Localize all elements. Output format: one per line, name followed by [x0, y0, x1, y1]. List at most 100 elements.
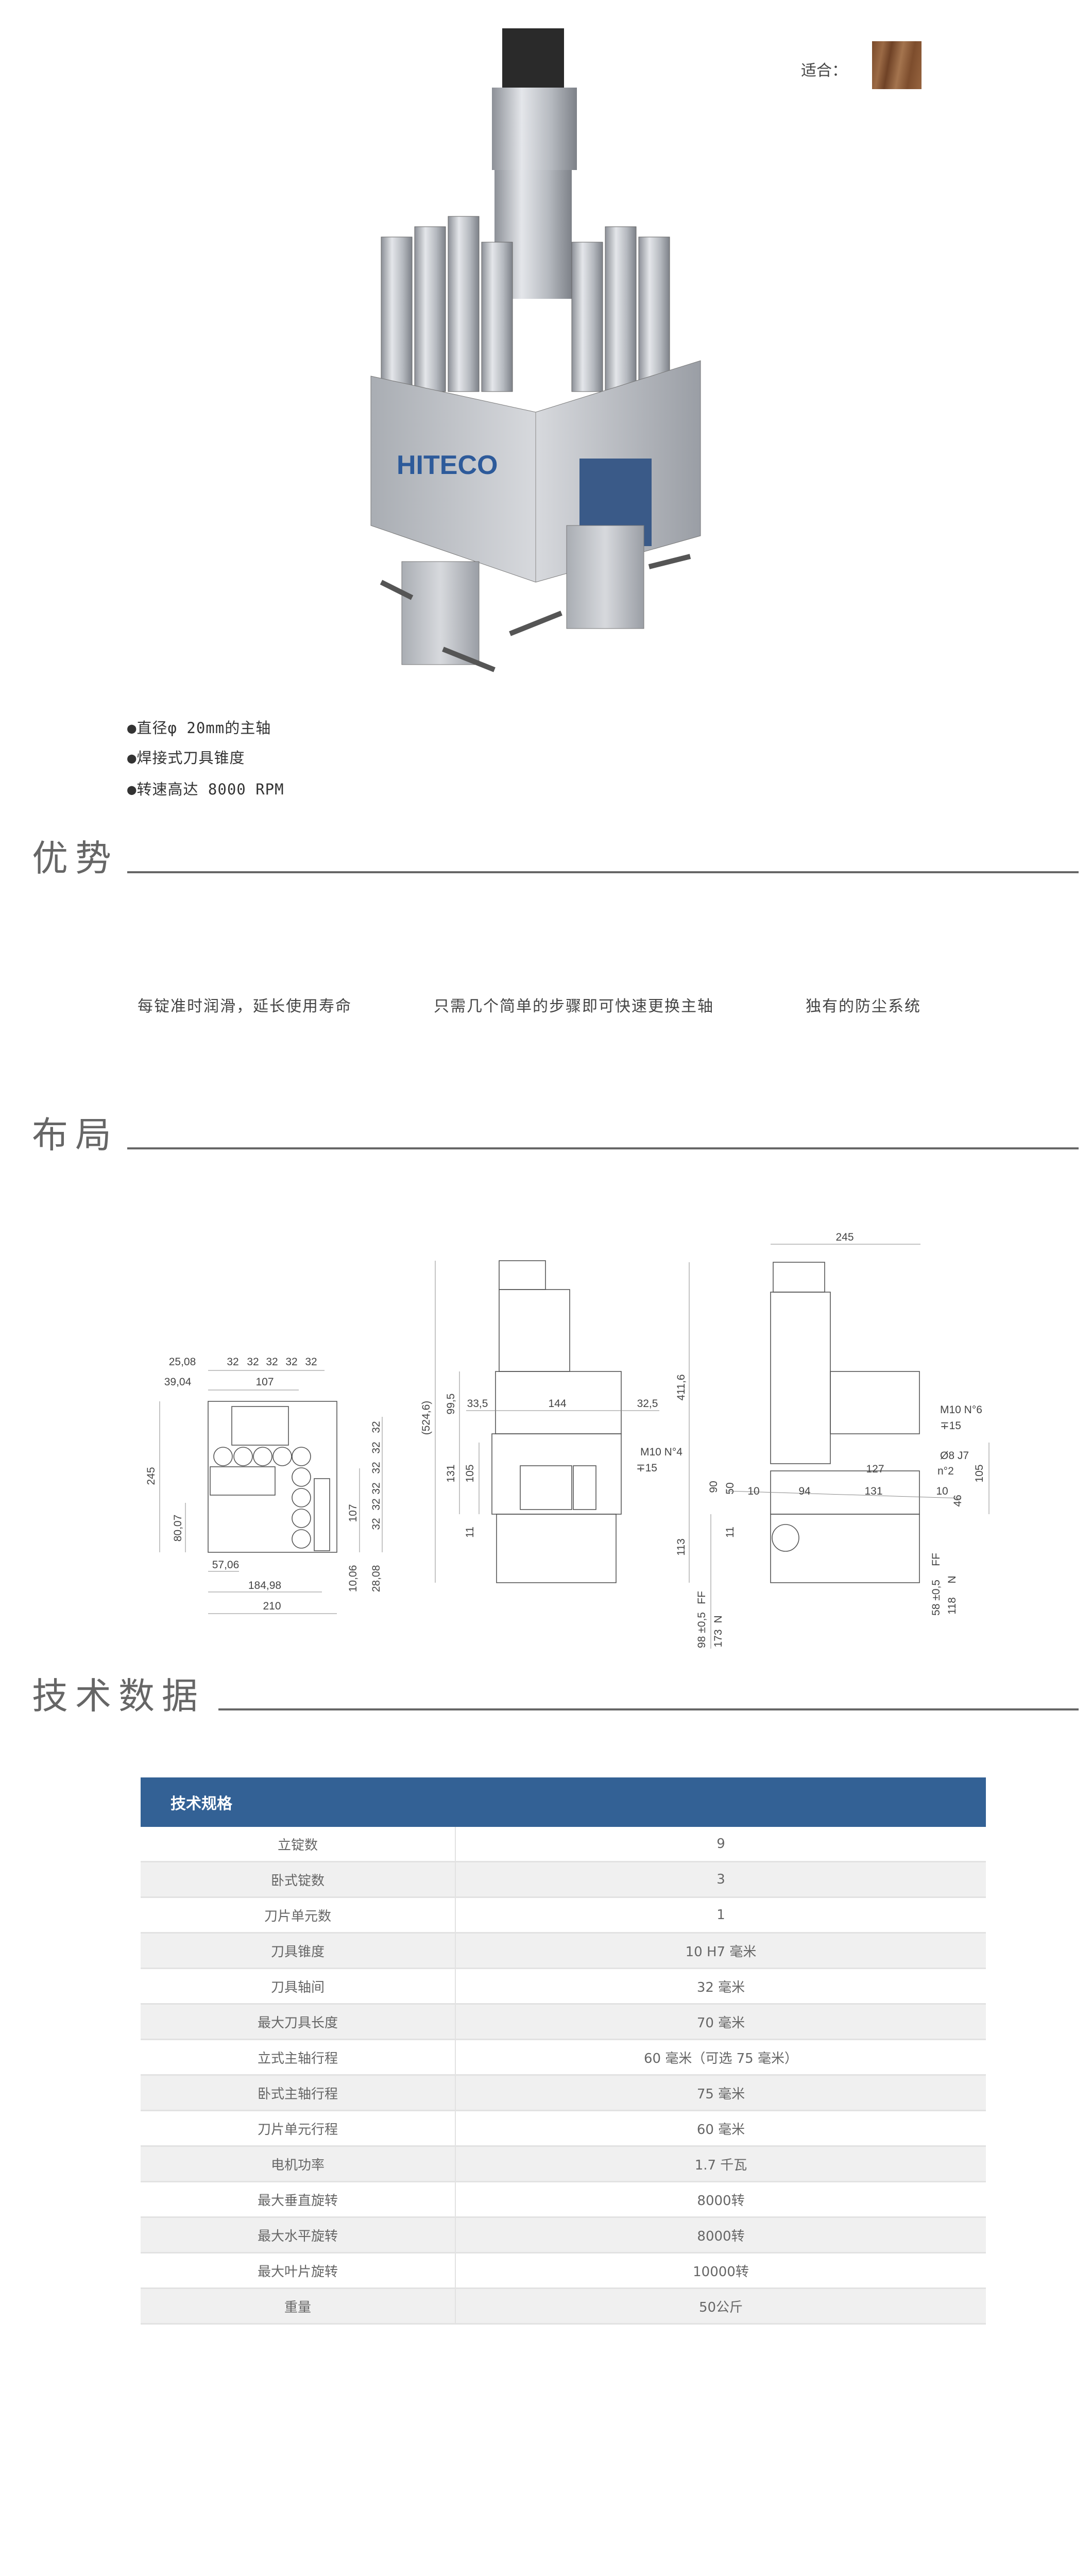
spec-name-cell: 刀具锥度 [141, 1934, 456, 1968]
dimension-label: 50 [724, 1482, 736, 1494]
dimension-label: 144 [548, 1398, 566, 1410]
dimension-label: 113 [675, 1538, 687, 1555]
table-row: 立式主轴行程 60 毫米（可选 75 毫米） [141, 2040, 986, 2076]
dimension-label: 32 [305, 1356, 317, 1368]
spec-name-cell: 立锭数 [141, 1827, 456, 1861]
dimension-label: 11 [464, 1527, 476, 1538]
dimension-label: 46 [952, 1495, 964, 1506]
dimension-label: 105 [974, 1464, 985, 1482]
wood-texture-icon [872, 41, 922, 89]
dimension-label: 10 [747, 1485, 759, 1497]
spec-value-cell: 8000转 [697, 2193, 745, 2209]
dimension-label: 32 [227, 1356, 238, 1368]
dimension-label: 184,98 [248, 1580, 281, 1591]
dimension-label: 11 [724, 1527, 736, 1538]
advantage-item: 每锭准时润滑，延长使用寿命 [138, 997, 352, 1015]
advantage-item: 只需几个简单的步骤即可快速更换主轴 [434, 997, 714, 1015]
section-title-advantages: 优势 [32, 837, 118, 879]
dimension-label: 39,04 [164, 1376, 192, 1388]
dimension-label: 57,06 [212, 1559, 240, 1571]
table-row: 立锭数 9 [141, 1827, 986, 1862]
table-row: 电机功率 1.7 千瓦 [141, 2147, 986, 2182]
dimension-label: 10 [936, 1485, 948, 1497]
table-row: 卧式锭数 3 [141, 1862, 986, 1898]
table-row: 最大刀具长度 70 毫米 [141, 2005, 986, 2040]
advantage-item: 独有的防尘系统 [806, 997, 921, 1015]
dimension-label: 80,07 [172, 1515, 184, 1542]
suitable-label: 适合： [801, 62, 847, 80]
dimension-label: 98 ±0,5 [696, 1612, 708, 1648]
dimension-label: 58 ±0,5 [930, 1580, 942, 1616]
spec-value-cell: 8000转 [697, 2228, 745, 2244]
dimension-label: ∓15 [940, 1420, 961, 1432]
dimension-label: 32 [370, 1421, 382, 1433]
dimension-label: 32 [266, 1356, 278, 1368]
spec-name-cell: 最大叶片旋转 [141, 2253, 456, 2287]
spec-name-cell: 最大刀具长度 [141, 2005, 456, 2039]
front-view-drawing [435, 1260, 659, 1583]
feature-item: ●转速高达 8000 RPM [127, 781, 284, 798]
top-view-drawing [159, 1370, 383, 1614]
spec-name-cell: 卧式锭数 [141, 1862, 456, 1896]
spec-name-cell: 刀片单元数 [141, 1898, 456, 1932]
spec-name-cell: 刀具轴间 [141, 1969, 456, 2003]
spec-table-header: 技术规格 [141, 1777, 986, 1827]
dimension-label: 107 [347, 1504, 359, 1522]
spec-value-cell: 3 [716, 1872, 725, 1887]
dimension-labels: 25,08 32 32 32 32 32 39,04 107 245 80,07… [145, 1231, 985, 1648]
dimension-label: 32 [247, 1356, 259, 1368]
dimension-label: 105 [464, 1464, 476, 1482]
table-row: 刀片单元数 1 [141, 1898, 986, 1934]
dimension-label: 25,08 [169, 1356, 196, 1368]
dimension-label: 245 [835, 1231, 854, 1243]
brand-logo: HITECO [397, 450, 498, 480]
dimension-label: 245 [145, 1467, 157, 1485]
spec-value-cell: 9 [716, 1836, 725, 1852]
section-divider [218, 1708, 1079, 1710]
dimension-label: 210 [263, 1600, 281, 1612]
table-row: 刀具锥度 10 H7 毫米 [141, 1934, 986, 1969]
dimension-label: (524,6) [420, 1401, 432, 1435]
spec-name-cell: 电机功率 [141, 2147, 456, 2181]
dimension-label: 99,5 [445, 1394, 457, 1415]
spec-name-cell: 立式主轴行程 [141, 2040, 456, 2074]
technical-drawing: 25,08 32 32 32 32 32 39,04 107 245 80,07… [145, 1231, 989, 1649]
spec-value-cell: 1 [716, 1907, 725, 1923]
spec-value-cell: 75 毫米 [696, 2086, 745, 2102]
table-row: 最大叶片旋转 10000转 [141, 2253, 986, 2289]
dimension-label: 118 [946, 1597, 958, 1614]
spec-value-cell: 60 毫米 [696, 2122, 745, 2138]
dimension-label: 32 [285, 1356, 297, 1368]
dimension-label: 32 [370, 1518, 382, 1530]
section-title-tech-data: 技术数据 [32, 1675, 205, 1717]
side-view-drawing [689, 1244, 989, 1649]
spec-value-cell: 50公斤 [698, 2299, 743, 2315]
feature-item: ●直径φ 20mm的主轴 [127, 719, 271, 737]
dimension-label: 107 [255, 1376, 274, 1388]
spec-name-cell: 最大垂直旋转 [141, 2182, 456, 2216]
spec-value-cell: 1.7 千瓦 [694, 2157, 747, 2173]
spec-value-cell: 60 毫米（可选 75 毫米） [644, 2050, 798, 2066]
dimension-label: Ø8 J7 [940, 1450, 969, 1462]
dimension-label: n°2 [937, 1465, 954, 1477]
dimension-label: 32,5 [637, 1398, 658, 1410]
dimension-label: 32 [370, 1482, 382, 1494]
dimension-label: 131 [445, 1464, 457, 1482]
section-title-layout: 布局 [32, 1114, 118, 1156]
dimension-label: 127 [866, 1463, 884, 1475]
product-image: HITECO [370, 28, 701, 672]
spec-value-cell: 10 H7 毫米 [685, 1944, 757, 1960]
dimension-label: 32 [370, 1442, 382, 1453]
dimension-label: ∓15 [636, 1462, 657, 1474]
dimension-label: N [946, 1575, 958, 1583]
dimension-label: 411,6 [675, 1375, 687, 1401]
spec-value-cell: 10000转 [693, 2264, 749, 2280]
dimension-label: 10,06 [347, 1565, 359, 1592]
spec-value-cell: 70 毫米 [696, 2015, 745, 2031]
